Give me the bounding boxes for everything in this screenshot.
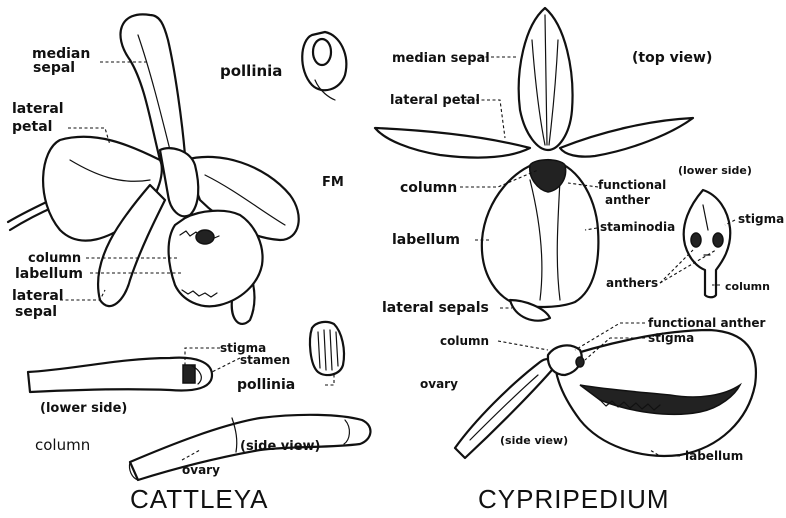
label-c-median-sepal: median sepal	[392, 51, 490, 66]
label-pollinia-top: pollinia	[220, 62, 282, 80]
label-c-functional-anther-2: anther	[605, 193, 650, 207]
label-c-column-small: column	[725, 280, 770, 293]
label-c-functional-anther-1: functional	[598, 178, 666, 192]
title-cattleya: CATTLEYA	[130, 484, 269, 514]
label-lower-side: (lower side)	[40, 401, 127, 416]
label-lateral-sepal-1: lateral	[12, 288, 64, 304]
label-c-labellum: labellum	[392, 232, 460, 248]
cattleya-column-lower-drawing	[28, 358, 212, 392]
label-ovary: ovary	[182, 463, 220, 477]
label-lateral-petal-2: petal	[12, 119, 52, 135]
label-top-view: (top view)	[632, 50, 712, 66]
cattleya-pollinia-drawing	[302, 32, 346, 100]
cattleya-pollinia-small-drawing	[310, 322, 344, 375]
label-c-lower-side: (lower side)	[678, 164, 752, 177]
label-column: column	[28, 251, 81, 266]
label-c-functional-anther-side: functional anther	[648, 316, 766, 330]
label-c-column: column	[400, 180, 457, 196]
label-c-side-view: (side view)	[500, 434, 568, 447]
label-lateral-petal-1: lateral	[12, 101, 64, 117]
label-c-lateral-sepals: lateral sepals	[382, 300, 489, 316]
label-stamen: stamen	[240, 353, 290, 367]
label-side-view: (side view)	[240, 439, 320, 454]
label-c-ovary: ovary	[420, 377, 458, 391]
label-median-sepal-2: sepal	[33, 60, 75, 76]
label-c-lateral-petal: lateral petal	[390, 93, 480, 108]
label-c-stigma-side: stigma	[648, 331, 694, 345]
label-c-stigma: stigma	[738, 212, 784, 226]
label-pollinia-bottom: pollinia	[237, 377, 295, 393]
label-c-staminodia: staminodia	[600, 220, 675, 234]
label-lateral-sepal-2: sepal	[15, 304, 57, 320]
title-cypripedium: CYPRIPEDIUM	[478, 484, 670, 514]
label-labellum: labellum	[15, 266, 83, 282]
label-c-labellum-side: labellum	[685, 449, 743, 463]
label-fm: FM	[322, 175, 344, 190]
label-c-anthers: anthers	[606, 276, 658, 290]
label-c-column-side: column	[440, 334, 489, 348]
cypripedium-column-lower-drawing	[684, 190, 731, 297]
label-column-caption: column	[35, 436, 90, 454]
